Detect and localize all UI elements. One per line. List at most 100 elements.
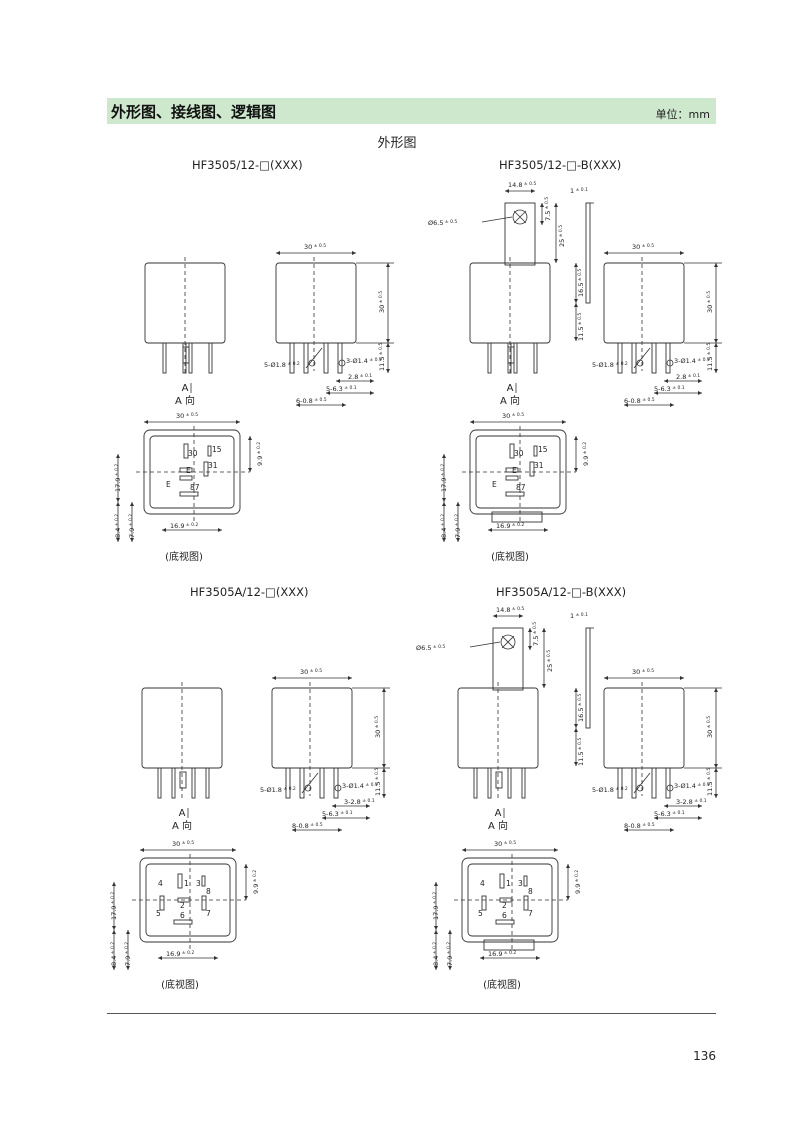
terminal-label-87: 87: [190, 483, 200, 492]
bracket-hole-diameter: Ø6.5 ± 0.5: [428, 219, 457, 227]
bracket-height-value: 25 ± 0.5: [558, 225, 566, 247]
bottom-7-9-value: 7.9 ± 0.2: [124, 942, 132, 966]
dim-0-8-value: 6-0.8 ± 0.5: [296, 397, 327, 405]
side-pin-1: [617, 767, 623, 799]
dim-6-3-value: 5-6.3 ± 0.1: [654, 385, 685, 393]
model-label-1: HF3505/12-□(XXX): [192, 158, 303, 172]
terminal-pin-4: [521, 767, 526, 799]
hole-diameter-value: 3-Ø1.4 ± 0.1: [346, 357, 382, 365]
terminal-pin-3: [513, 342, 518, 374]
dimension-arrow: [434, 930, 438, 970]
terminal-label-E: E: [186, 466, 191, 475]
side-pin-1: [285, 767, 291, 799]
hole-diameter-value: 3-Ø1.4 ± 0.1: [674, 357, 710, 365]
leader-line: [469, 641, 501, 648]
bottom-7-9-value: 7.9 ± 0.2: [446, 942, 454, 966]
bottom-width-value: 30 ± 0.5: [502, 412, 524, 420]
body-height-value: 30 ± 0.5: [706, 291, 714, 313]
terminal-label-87: 87: [516, 483, 526, 492]
bottom-17-9-value: 17.9 ± 0.2: [440, 464, 448, 492]
terminal-87: [179, 491, 199, 497]
leader-line: [481, 216, 513, 223]
side-pin-3: [319, 767, 325, 799]
bottom-view-caption: (底视图): [491, 550, 529, 563]
side-pin-1: [617, 342, 623, 374]
relay-body-side: [271, 687, 353, 769]
body-height-value: 30 ± 0.5: [378, 291, 386, 313]
terminal-e1: [179, 467, 193, 473]
model-label-3: HF3505A/12-□(XXX): [190, 585, 309, 599]
terminal-pin-4: [533, 342, 538, 374]
body-height-value: 30 ± 0.5: [374, 716, 382, 738]
bottom-8-4-value: 8.4 ± 0.2: [432, 942, 440, 966]
terminal-30: [509, 443, 515, 459]
terminal-label-1: 1: [184, 879, 189, 888]
terminal-label-2: 2: [502, 901, 507, 910]
bottom-8-4-value: 8.4 ± 0.2: [440, 514, 448, 538]
pin-length-value: 11.5 ± 0.5: [378, 343, 386, 371]
terminal-15: [207, 445, 212, 457]
bracket-hole: [512, 209, 528, 225]
dim-6-3-value: 5-6.3 ± 0.1: [654, 810, 685, 818]
side-pin-2: [299, 767, 305, 799]
dimension-arrow: [448, 930, 452, 970]
dimension-arrow: [574, 728, 578, 766]
bottom-17-9-value: 17.9 ± 0.2: [114, 464, 122, 492]
terminal-31: [529, 461, 535, 477]
dim-2-8-value: 3-2.8 ± 0.1: [344, 798, 375, 806]
side-pin-2: [631, 767, 637, 799]
bottom-17-9-value: 17.9 ± 0.2: [110, 892, 118, 920]
dimension-arrow: [116, 502, 120, 542]
pin-diameter-value: 5-Ø1.8 ± 0.2: [260, 786, 296, 794]
terminal-label-4: 4: [480, 879, 485, 888]
bottom-view-caption: (底视图): [161, 978, 199, 991]
dimension-arrow: [574, 688, 578, 728]
dim-0-8-value: 6-0.8 ± 0.5: [624, 397, 655, 405]
dim-2-8-value: 3-2.8 ± 0.1: [676, 798, 707, 806]
bracket-hole-height-value: 7.5 ± 0.5: [544, 197, 552, 221]
dimension-arrow: [248, 436, 252, 472]
dim-2-8-value: 2.8 ± 0.1: [348, 373, 372, 381]
terminal-e1: [505, 467, 519, 473]
terminal-label-E: E: [166, 480, 171, 489]
terminal-label-2: 2: [180, 901, 185, 910]
terminal-label-31: 31: [208, 461, 218, 470]
side-pin-4: [337, 342, 343, 374]
terminal-label-8: 8: [528, 887, 533, 896]
terminal-3: [523, 875, 528, 887]
dimension-arrow: [126, 930, 130, 970]
bottom-9-9-value: 9.9 ± 0.2: [252, 870, 260, 894]
view-direction-label: A 向: [172, 819, 192, 832]
mounting-bracket: [504, 202, 536, 266]
pin-hole: [334, 784, 342, 792]
pin-length-value: 11.5 ± 0.5: [706, 343, 714, 371]
dimension-arrow: [244, 864, 248, 900]
body-width-value: 30 ± 0.5: [300, 668, 322, 676]
pin-hole: [338, 359, 346, 367]
side-pin-3: [323, 342, 329, 374]
dimension-arrow: [664, 804, 702, 808]
terminal-pin-2: [487, 767, 492, 799]
body-height-value: 30 ± 0.5: [706, 716, 714, 738]
terminal-label-3: 3: [196, 879, 201, 888]
bottom-width-value: 30 ± 0.5: [176, 412, 198, 420]
leader-line: [633, 772, 651, 794]
model-label-4: HF3505A/12-□-B(XXX): [496, 585, 627, 599]
footer-divider: [107, 1013, 716, 1014]
terminal-6: [495, 919, 515, 925]
pin-hole: [666, 359, 674, 367]
bottom-17-9-value: 17.9 ± 0.2: [432, 892, 440, 920]
center-terminal: [507, 346, 515, 364]
bottom-16-9-value: 16.9 ± 0.2: [170, 522, 198, 530]
side-pin-4: [333, 767, 339, 799]
leader-line: [305, 347, 323, 369]
pin-diameter-value: 5-Ø1.8 ± 0.2: [592, 361, 628, 369]
dim-2-8-value: 2.8 ± 0.1: [676, 373, 700, 381]
terminal-label-5: 5: [478, 909, 483, 918]
page-number: 136: [693, 1049, 716, 1063]
terminal-label-5: 5: [156, 909, 161, 918]
view-direction-label: A 向: [488, 819, 508, 832]
section-title: 外形图: [377, 136, 417, 151]
terminal-label-1: 1: [506, 879, 511, 888]
